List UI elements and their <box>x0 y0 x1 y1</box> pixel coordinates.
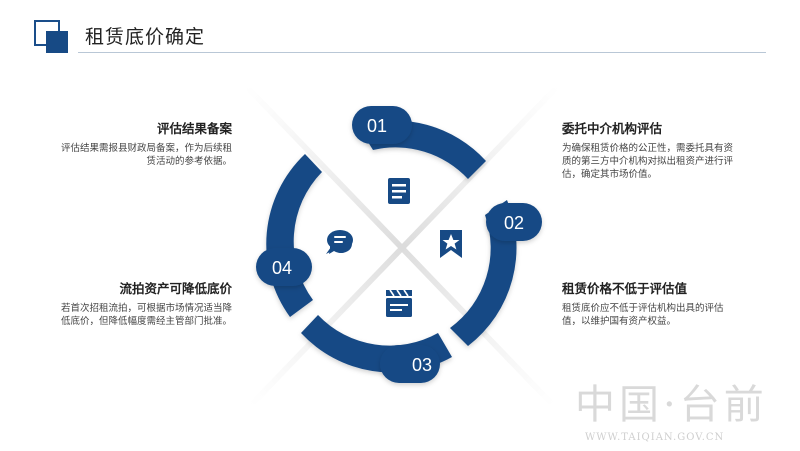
step-number-01: 01 <box>367 116 387 136</box>
bookmark-star-icon <box>440 230 462 258</box>
step-description-01: 为确保租赁价格的公正性，需委托具有资质的第三方中介机构对拟出租资产进行评估，确定… <box>562 143 734 180</box>
step-number-04: 04 <box>272 258 292 278</box>
watermark: 中国·台前 WWW.TAIQIAN.GOV.CN <box>575 372 795 443</box>
title-divider <box>78 52 766 53</box>
step-title-04: 评估结果备案 <box>156 121 232 136</box>
header: 租赁底价确定 <box>0 0 800 60</box>
document-icon <box>388 178 410 204</box>
step-description-04: 评估结果需报县财政局备案，作为后续租赁活动的参考依据。 <box>60 143 232 167</box>
watermark-chinese: 中国·台前 <box>575 382 768 428</box>
clapperboard-icon <box>386 289 412 317</box>
logo-square-filled <box>46 31 68 53</box>
step-title-02: 租赁价格不低于评估值 <box>562 281 688 296</box>
step-title-01: 委托中介机构评估 <box>562 121 663 136</box>
step-number-02: 02 <box>504 213 524 233</box>
number-badges <box>256 106 542 383</box>
step-description-03: 若首次招租流拍，可根据市场情况适当降低底价，但降低幅度需经主管部门批准。 <box>60 303 232 327</box>
step-description-02: 租赁底价应不低于评估机构出具的评估值，以维护国有资产权益。 <box>562 303 724 327</box>
ring-arcs <box>266 120 517 373</box>
watermark-url: WWW.TAIQIAN.GOV.CN <box>585 432 725 443</box>
chat-bubble-icon <box>326 230 353 254</box>
page-title: 租赁底价确定 <box>85 26 206 48</box>
step-number-03: 03 <box>412 355 432 375</box>
arc-segment-04 <box>266 154 322 317</box>
step-title-03: 流拍资产可降低底价 <box>119 281 232 296</box>
